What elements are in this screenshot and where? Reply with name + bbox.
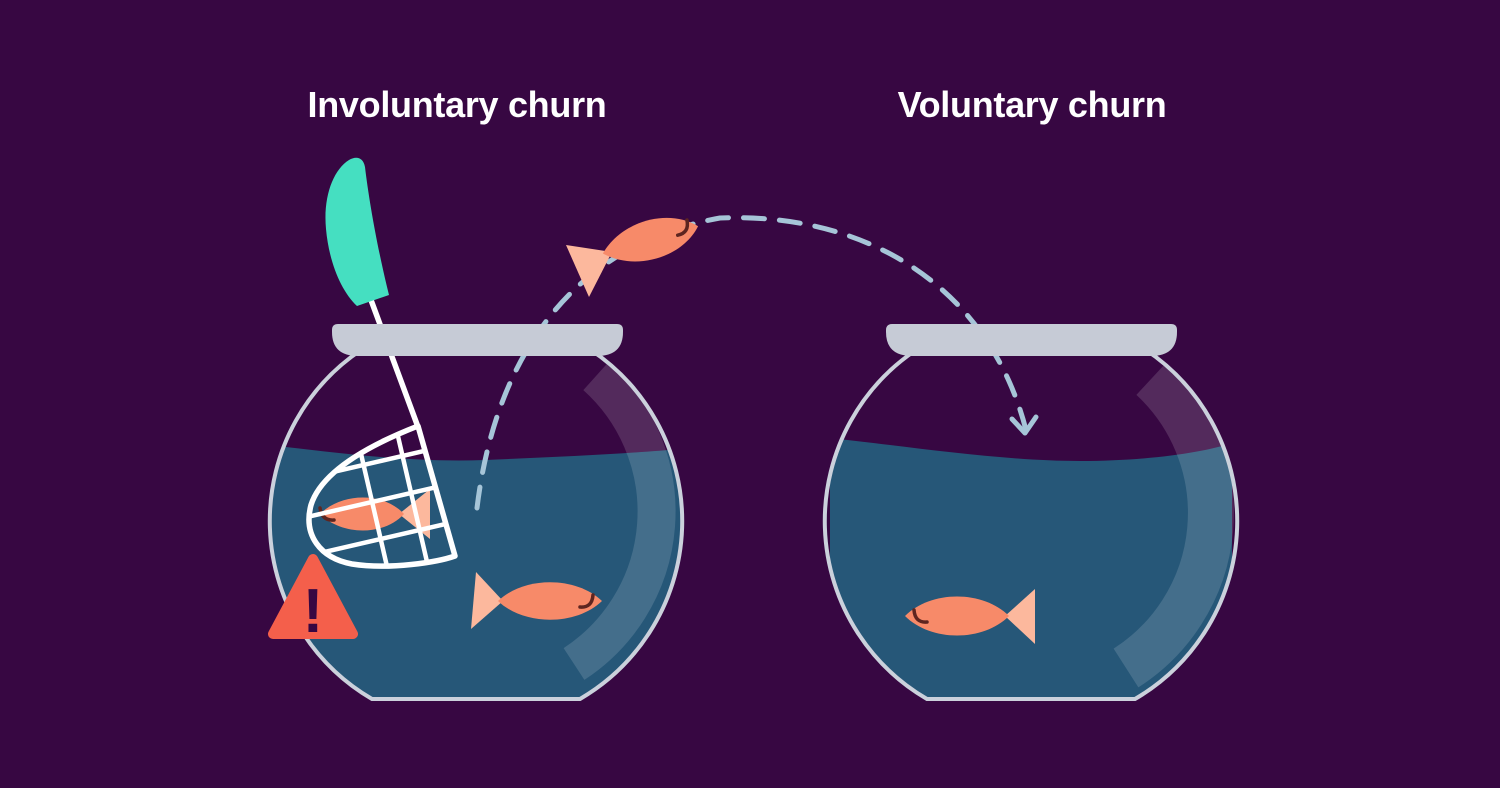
- fish-mouth: [912, 608, 929, 624]
- fish-mouth: [578, 593, 595, 609]
- right-fishbowl: [822, 348, 1240, 701]
- fish-tail-fin: [566, 245, 612, 297]
- voluntary-churn-title: Voluntary churn: [897, 84, 1167, 125]
- left-fishbowl: [267, 297, 685, 701]
- exclamation-mark: !: [303, 577, 324, 646]
- fish-body: [905, 596, 1009, 636]
- net-bag-outline: [306, 423, 458, 569]
- left-bowl-glass: [267, 348, 685, 701]
- fish-tail-fin: [471, 572, 503, 629]
- right-bowl-glass: [822, 348, 1240, 701]
- jump-path-arc: [474, 215, 1029, 511]
- right-bowl-water: [830, 438, 1232, 699]
- right-bowl-rim: [886, 324, 1177, 356]
- right-bowl-fish-icon: [905, 589, 1035, 644]
- warning-triangle-icon: !: [268, 554, 358, 646]
- net-handle-icon: [325, 157, 389, 306]
- left-bowl-reflection: [563, 361, 676, 680]
- fish-mouth: [675, 218, 690, 237]
- right-bowl-reflection: [1113, 361, 1234, 688]
- warning-triangle: [268, 554, 358, 639]
- involuntary-churn-title: Involuntary churn: [307, 84, 607, 125]
- fish-body: [602, 217, 699, 262]
- arrowhead: [1009, 414, 1039, 436]
- jumping-fish-icon: [566, 217, 699, 297]
- fish-body: [320, 497, 404, 531]
- fish-tail-fin: [1005, 589, 1035, 644]
- fish-mouth: [318, 506, 336, 522]
- net-pole: [368, 297, 421, 430]
- jump-path-arrow-icon: [474, 215, 1039, 511]
- left-bowl-fish-icon: [471, 572, 602, 629]
- fish-body: [498, 582, 602, 620]
- left-bowl-rim: [332, 324, 623, 356]
